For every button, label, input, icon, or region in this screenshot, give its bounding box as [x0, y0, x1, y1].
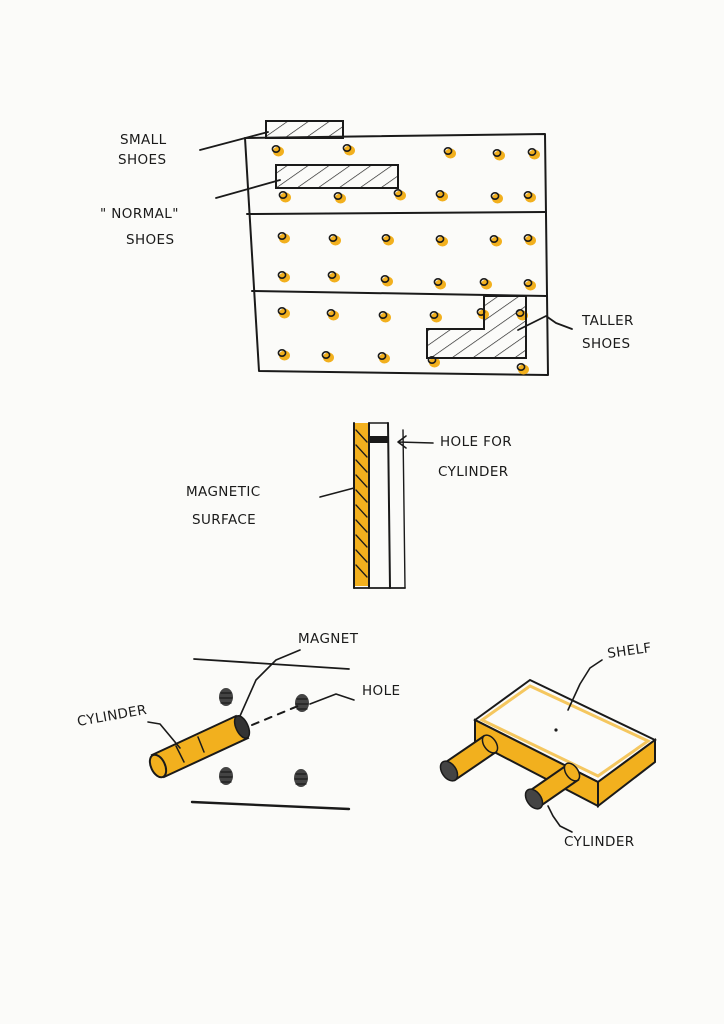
cylinder-hole	[369, 436, 389, 443]
peg-hole	[527, 148, 537, 157]
peg-hole	[492, 149, 502, 158]
label-cylinder-right: CYLINDER	[564, 834, 635, 850]
peg-hole	[393, 189, 403, 198]
shelf-drawing: SHELF CYLINDER	[439, 640, 657, 850]
pegboard-divider-upper	[246, 211, 547, 215]
small-shoes-box	[265, 120, 344, 139]
cylinder-end	[148, 753, 168, 779]
peg-hole	[523, 278, 533, 287]
peg-hole	[321, 350, 331, 359]
peg-hole	[277, 306, 287, 315]
label-normal-2: SHOES	[126, 232, 174, 248]
peg-hole	[381, 234, 391, 243]
peg-hole	[380, 274, 390, 283]
label-hole: HOLE	[362, 683, 400, 699]
peg-hole	[277, 270, 287, 279]
cylinder-magnet-detail: MAGNET HOLE CYLINDER	[76, 631, 400, 811]
peg-hole	[523, 234, 533, 243]
label-small-1: SMALL	[120, 132, 167, 148]
taller-shoes-box	[426, 295, 527, 359]
label-cylinder-left: CYLINDER	[76, 702, 148, 730]
peg-hole	[271, 145, 281, 154]
peg-hole	[277, 348, 287, 357]
normal-shoes-box	[275, 164, 399, 189]
label-small-2: SHOES	[118, 152, 166, 168]
label-taller-1: TALLER	[581, 313, 634, 329]
peg-hole	[490, 192, 500, 201]
pegboard-frame	[244, 133, 549, 376]
peg-hole	[489, 235, 499, 244]
peg-hole	[435, 235, 445, 244]
pegboard-drawing: SMALL SHOES " NORMAL" SHOES TALLER SHOES	[100, 120, 634, 376]
label-hole-for-1: HOLE FOR	[440, 434, 512, 450]
peg-hole	[378, 310, 388, 319]
peg-hole	[523, 191, 533, 200]
wall-cross-section: HOLE FOR CYLINDER MAGNETIC SURFACE	[186, 422, 512, 589]
peg-hole	[433, 277, 443, 286]
label-magnetic-1: MAGNETIC	[186, 484, 261, 500]
label-magnet: MAGNET	[298, 631, 359, 647]
peg-hole	[479, 277, 489, 286]
label-hole-for-2: CYLINDER	[438, 464, 509, 480]
peg-hole	[278, 191, 288, 200]
peg-hole	[326, 308, 336, 317]
peg-holes	[271, 144, 540, 375]
label-normal-1: " NORMAL"	[100, 206, 179, 222]
shelf-side-right	[597, 738, 656, 809]
peg-hole	[333, 192, 343, 201]
peg-hole	[377, 351, 387, 360]
peg-hole	[435, 190, 445, 199]
mounting-holes	[219, 688, 309, 787]
peg-hole	[516, 362, 526, 371]
peg-hole	[342, 144, 352, 153]
peg-hole	[429, 310, 439, 319]
peg-hole	[327, 270, 337, 279]
label-magnetic-2: SURFACE	[192, 512, 256, 528]
peg-hole	[277, 232, 287, 241]
peg-hole	[443, 147, 453, 156]
label-taller-2: SHOES	[582, 336, 630, 352]
peg-hole	[328, 234, 338, 243]
magnet-cap	[233, 715, 251, 739]
label-shelf: SHELF	[606, 640, 652, 662]
